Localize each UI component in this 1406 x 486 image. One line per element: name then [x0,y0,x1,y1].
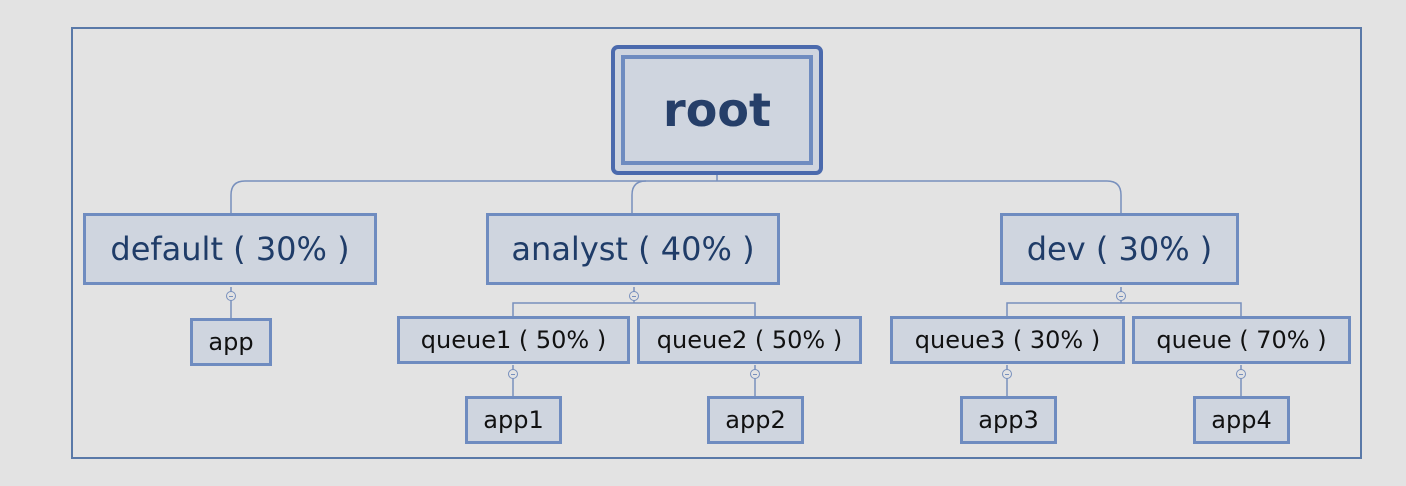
collapse-icon[interactable] [508,369,518,379]
collapse-icon[interactable] [1002,369,1012,379]
collapse-icon[interactable] [629,291,639,301]
collapse-icon[interactable] [226,291,236,301]
node-queue2[interactable]: queue2 ( 50% ) [637,316,862,364]
node-app1[interactable]: app1 [465,396,562,444]
node-queue1[interactable]: queue1 ( 50% ) [397,316,630,364]
collapse-icon[interactable] [1236,369,1246,379]
collapse-icon[interactable] [750,369,760,379]
node-dev[interactable]: dev ( 30% ) [1000,213,1239,285]
node-queue[interactable]: queue ( 70% ) [1132,316,1351,364]
node-root-label: root [621,55,813,165]
diagram-frame [71,27,1362,459]
node-queue3[interactable]: queue3 ( 30% ) [890,316,1125,364]
node-app3[interactable]: app3 [960,396,1057,444]
node-app[interactable]: app [190,318,272,366]
node-root[interactable]: root [611,45,823,175]
collapse-icon[interactable] [1116,291,1126,301]
node-analyst[interactable]: analyst ( 40% ) [486,213,780,285]
node-app2[interactable]: app2 [707,396,804,444]
node-default[interactable]: default ( 30% ) [83,213,377,285]
node-app4[interactable]: app4 [1193,396,1290,444]
